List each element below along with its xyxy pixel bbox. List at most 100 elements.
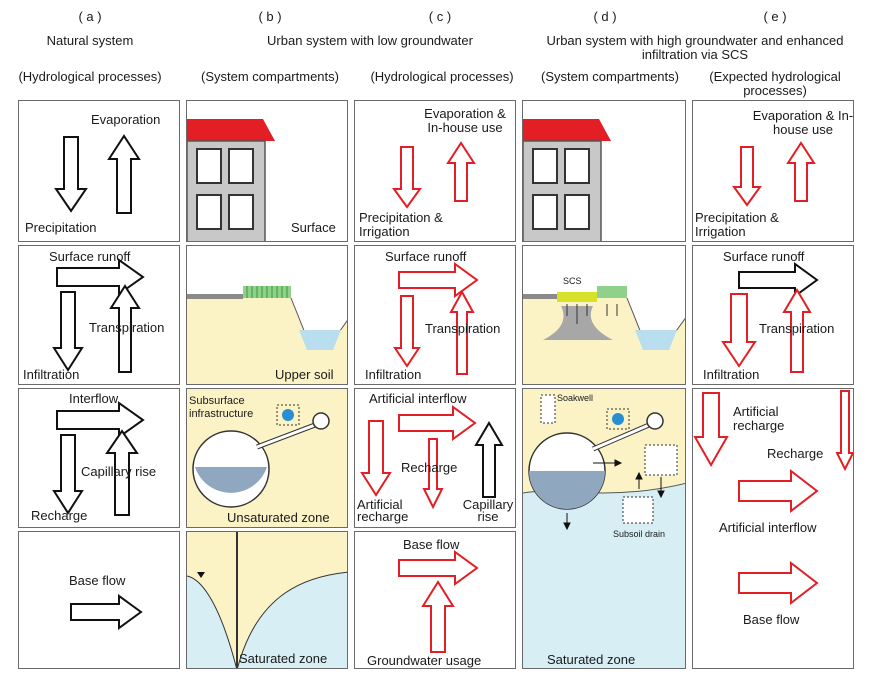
subsoil-drain <box>622 496 654 524</box>
col-e-subtitle: (Expected hydrological processes) <box>709 69 841 98</box>
window <box>196 148 222 184</box>
evaporation-label: Evaporation & In-house use <box>424 106 506 135</box>
artificial-recharge-label: Artificial recharge <box>357 497 409 524</box>
evaporation-arrow <box>446 141 476 202</box>
soil-body <box>187 298 347 384</box>
artificial-recharge-label: Artificial recharge <box>733 404 785 433</box>
infiltration-arrow <box>52 291 84 372</box>
window <box>196 194 222 230</box>
precipitation-arrow <box>392 146 422 209</box>
panel-d2: SCS <box>522 245 686 385</box>
col-c-subtitle: (Hydrological processes) <box>370 69 514 84</box>
capillary-rise-arrow <box>474 421 504 498</box>
window <box>532 148 558 184</box>
upper-soil-label: Upper soil <box>275 367 334 382</box>
channel-water <box>299 330 341 350</box>
c3-arrows <box>360 405 504 510</box>
infiltration-arrow <box>721 293 757 368</box>
precipitation-label: Precipitation & Irrigation <box>695 210 779 239</box>
base-flow-arrow <box>398 550 479 586</box>
panel-a4: Base flow <box>18 531 180 669</box>
precipitation-label: Precipitation & Irrigation <box>359 210 443 239</box>
infiltration-label: Infiltration <box>23 367 80 382</box>
panel-d3: Soakwell Subsoil drain Saturated zone <box>522 388 686 669</box>
subsurface-infrastructure-label: Subsurface infrastructure <box>189 395 254 420</box>
upper-soil-drawing <box>187 246 347 384</box>
base-flow-arrow <box>738 560 819 606</box>
unsaturated-cone <box>187 532 347 668</box>
artificial-recharge-arrow <box>360 420 392 497</box>
col-b-letter: ( b ) <box>258 9 282 24</box>
surface-runoff-label: Surface runoff <box>385 249 467 264</box>
col-c-letter: ( c ) <box>428 9 452 24</box>
soakwell <box>540 394 556 424</box>
infrastructure-pipe <box>282 409 294 421</box>
scs-label: SCS <box>563 276 582 286</box>
precipitation-arrow <box>54 136 88 213</box>
precipitation-label: Precipitation <box>25 220 97 235</box>
subsoil-drain-label: Subsoil drain <box>613 529 666 539</box>
panel-b4: Saturated zone <box>186 531 348 669</box>
channel-water <box>635 330 677 350</box>
red-roof <box>523 119 611 141</box>
col-a-title: Natural system <box>46 33 134 48</box>
col-a-subtitle: (Hydrological processes) <box>18 69 162 84</box>
capillary-rise-arrow <box>105 429 139 516</box>
a1-arrows <box>54 134 141 214</box>
c4-arrows <box>398 550 479 653</box>
c2-arrows <box>393 262 479 375</box>
surface-runoff-arrow <box>56 258 145 296</box>
scs-device <box>557 292 597 302</box>
capillary-rise-label: Capillary rise <box>81 464 157 479</box>
pavement <box>523 294 559 299</box>
col-e-letter: ( e ) <box>763 9 787 24</box>
infiltration-plume <box>543 306 613 340</box>
window <box>228 148 254 184</box>
panel-b3: Subsurface infrastructure Unsaturated zo… <box>186 388 348 528</box>
recharge-label: Recharge <box>767 446 824 461</box>
pavement <box>187 294 243 299</box>
window <box>532 194 558 230</box>
unsaturated-zone-label: Unsaturated zone <box>227 510 330 525</box>
infrastructure-box <box>606 408 630 430</box>
artificial-recharge-arrow <box>693 392 729 468</box>
panel-e2: Surface runoff Transpiration Infiltratio… <box>692 245 854 385</box>
panel-b1: Surface <box>186 100 348 242</box>
c1-arrows <box>392 141 476 209</box>
surface-runoff-label: Surface runoff <box>49 249 131 264</box>
panel-a1: Evaporation Precipitation <box>18 100 180 242</box>
infiltration-arrow <box>393 295 421 368</box>
saturated-zone-label: Saturated zone <box>239 651 328 666</box>
recharge-label: Recharge <box>31 508 88 523</box>
transpiration-label: Transpiration <box>425 321 501 336</box>
col-b-subtitle: (System compartments) <box>201 69 339 84</box>
panel-c4: Base flow Groundwater usage <box>354 531 516 669</box>
panel-c3: Artificial interflow Recharge Artificial… <box>354 388 516 528</box>
water-table-marker <box>197 572 205 578</box>
e3-arrows <box>693 390 853 606</box>
saturated-drawing <box>187 532 347 668</box>
infiltration-label: Infiltration <box>365 367 422 382</box>
house-drawing <box>187 119 275 241</box>
e2-arrows <box>721 262 819 373</box>
transpiration-arrow <box>782 288 812 373</box>
window <box>228 194 254 230</box>
scs-soil-drawing <box>523 246 685 384</box>
col-b-title: Urban system with low groundwater <box>267 33 473 48</box>
base-flow-arrow <box>70 594 143 630</box>
surface-label: Surface <box>291 220 336 235</box>
recharge-label: Recharge <box>401 460 458 475</box>
artificial-interflow-arrow <box>398 405 477 441</box>
surface-runoff-label: Surface runoff <box>723 249 805 264</box>
col-a-letter: ( a ) <box>78 9 102 24</box>
base-flow-label: Base flow <box>69 573 126 588</box>
transpiration-label: Transpiration <box>89 320 165 335</box>
panel-a2: Surface runoff Transpiration Infiltratio… <box>18 245 180 385</box>
evaporation-arrow <box>786 141 816 202</box>
panel-a3: Interflow Capillary rise Recharge <box>18 388 180 528</box>
soakwell-label: Soakwell <box>557 393 594 403</box>
a2-arrows <box>52 258 145 373</box>
a4-arrows <box>70 594 143 630</box>
e1-arrows <box>732 141 816 207</box>
panel-e1: Evaporation & In-house use Precipitation… <box>692 100 854 242</box>
